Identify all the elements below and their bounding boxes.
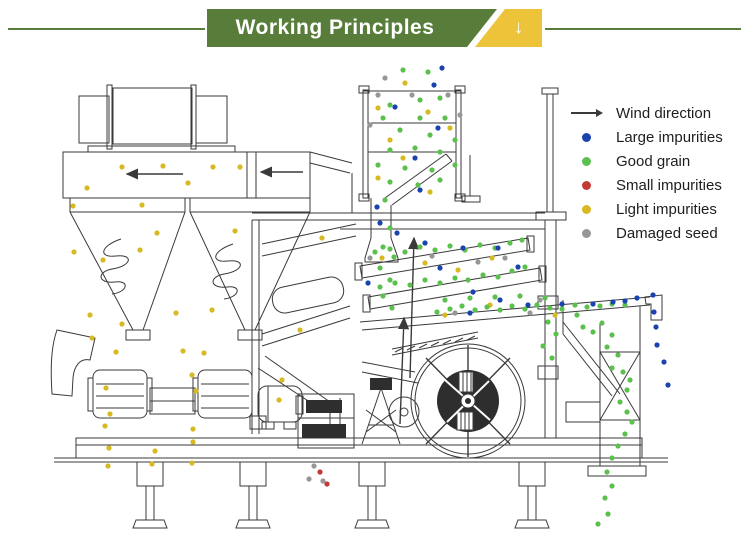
banner-title-ribbon: Working Principles [207, 9, 497, 47]
legend-label: Wind direction [616, 104, 712, 122]
frame-lines [251, 173, 559, 438]
legend-item-good-grain: Good grain [566, 149, 723, 173]
legend: Wind direction Large impurities Good gra… [566, 101, 723, 245]
machine-leg [132, 461, 168, 529]
dust-plenum [78, 84, 236, 153]
drive-motor [257, 385, 304, 430]
feed-hopper [358, 85, 481, 263]
machine-leg [514, 461, 550, 529]
legend-item-large-impurities: Large impurities [566, 125, 723, 149]
banner-rule-left [8, 28, 205, 30]
air-duct [62, 151, 353, 199]
good-grain-dot-icon [581, 156, 591, 166]
wind-direction-arrow-icon [571, 109, 603, 116]
damaged-seed-dot-icon [581, 228, 591, 238]
page-title: Working Principles [235, 16, 435, 39]
machine-leg [235, 461, 271, 529]
legend-label: Large impurities [616, 128, 723, 146]
legend-label: Damaged seed [616, 224, 718, 242]
large-impurities-dot-icon [581, 132, 591, 142]
legend-item-small-impurities: Small impurities [566, 173, 723, 197]
legend-item-wind-direction: Wind direction [566, 101, 723, 125]
light-impurities-dot-icon [581, 204, 591, 214]
fan-stand [361, 378, 420, 445]
screen-deck [359, 294, 663, 331]
cyclone-right [189, 198, 311, 341]
base-frame [54, 437, 668, 529]
vibrating-screens [354, 235, 547, 356]
cyclone-left [69, 198, 186, 341]
discharge-motor [249, 393, 355, 449]
wind-arrows-layer [125, 166, 420, 425]
support-pole [535, 87, 567, 221]
legend-item-light-impurities: Light impurities [566, 197, 723, 221]
legend-label: Light impurities [616, 200, 717, 218]
discharge-chute [562, 300, 647, 477]
banner-rule-right [545, 28, 741, 30]
particles-layer [70, 65, 671, 527]
elbow-duct [50, 329, 96, 397]
rotary-airlocks [50, 329, 253, 419]
down-arrow-icon: ↓ [513, 17, 524, 38]
small-impurities-dot-icon [581, 180, 591, 190]
legend-label: Small impurities [616, 176, 722, 194]
legend-label: Good grain [616, 152, 691, 170]
legend-item-damaged-seed: Damaged seed [566, 221, 723, 245]
machine-leg [354, 461, 390, 529]
centrifugal-fan [361, 343, 526, 459]
